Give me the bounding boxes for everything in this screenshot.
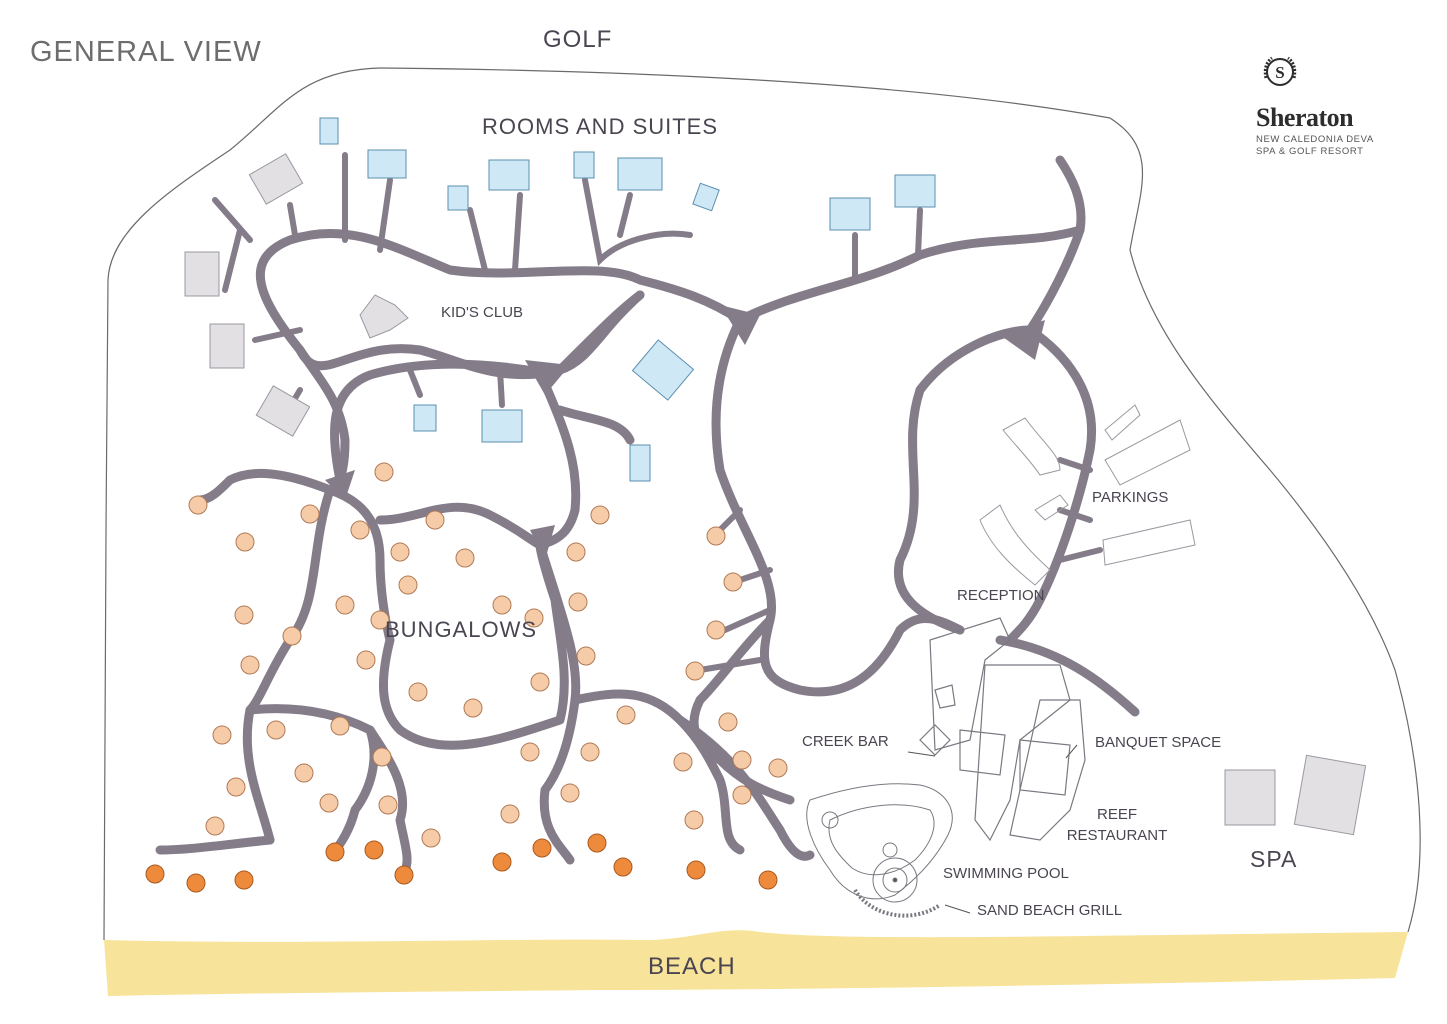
zone-label-beach: BEACH	[648, 953, 736, 980]
beach-strip	[104, 930, 1408, 996]
reef-label-line1: REEF	[1096, 806, 1137, 823]
walkways	[155, 155, 1140, 875]
bungalows-light	[188, 462, 788, 848]
suite-buildings	[319, 117, 936, 482]
zone-label-parkings: PARKINGS	[1092, 489, 1169, 506]
brand-subtitle-line1: NEW CALEDONIA DEVA	[1256, 134, 1374, 145]
zone-label-kids-club: KID'S CLUB	[441, 304, 524, 321]
resort-boundary	[103, 67, 1421, 941]
zone-label-creek-bar: CREEK BAR	[802, 733, 889, 750]
zone-label-rooms-suites: ROOMS AND SUITES	[482, 114, 719, 139]
junctions	[325, 305, 1045, 560]
brand-subtitle-line2: SPA & GOLF RESORT	[1256, 146, 1364, 157]
zone-label-bungalows: BUNGALOWS	[385, 617, 538, 642]
zone-label-banquet-space: BANQUET SPACE	[1095, 734, 1222, 751]
svg-text:S: S	[1275, 63, 1284, 82]
sheraton-logo: S Sheraton NEW CALEDONIA DEVA SPA & GOLF…	[1256, 52, 1406, 157]
pool-area	[806, 783, 953, 918]
zone-label-golf: GOLF	[543, 26, 613, 53]
map-title: GENERAL VIEW	[30, 36, 262, 68]
bungalows-beachfront	[145, 833, 778, 893]
hotel-complex	[919, 617, 1086, 842]
zone-label-spa: SPA	[1250, 846, 1298, 872]
zone-label-swimming-pool: SWIMMING POOL	[943, 865, 1069, 882]
zone-label-sand-beach-grill: SAND BEACH GRILL	[977, 902, 1123, 919]
walkway-spurs	[212, 152, 1103, 673]
zone-label-reception: RECEPTION	[957, 587, 1045, 604]
leader-lines	[907, 744, 1078, 914]
parking-lots	[979, 404, 1196, 586]
reef-label-line2: RESTAURANT	[1066, 827, 1168, 844]
zone-label-reef-restaurant: REEF RESTAURANT	[1064, 804, 1170, 846]
grey-buildings	[184, 153, 1367, 836]
sheraton-emblem-icon: S	[1263, 56, 1297, 86]
brand-name: Sheraton	[1256, 103, 1354, 132]
